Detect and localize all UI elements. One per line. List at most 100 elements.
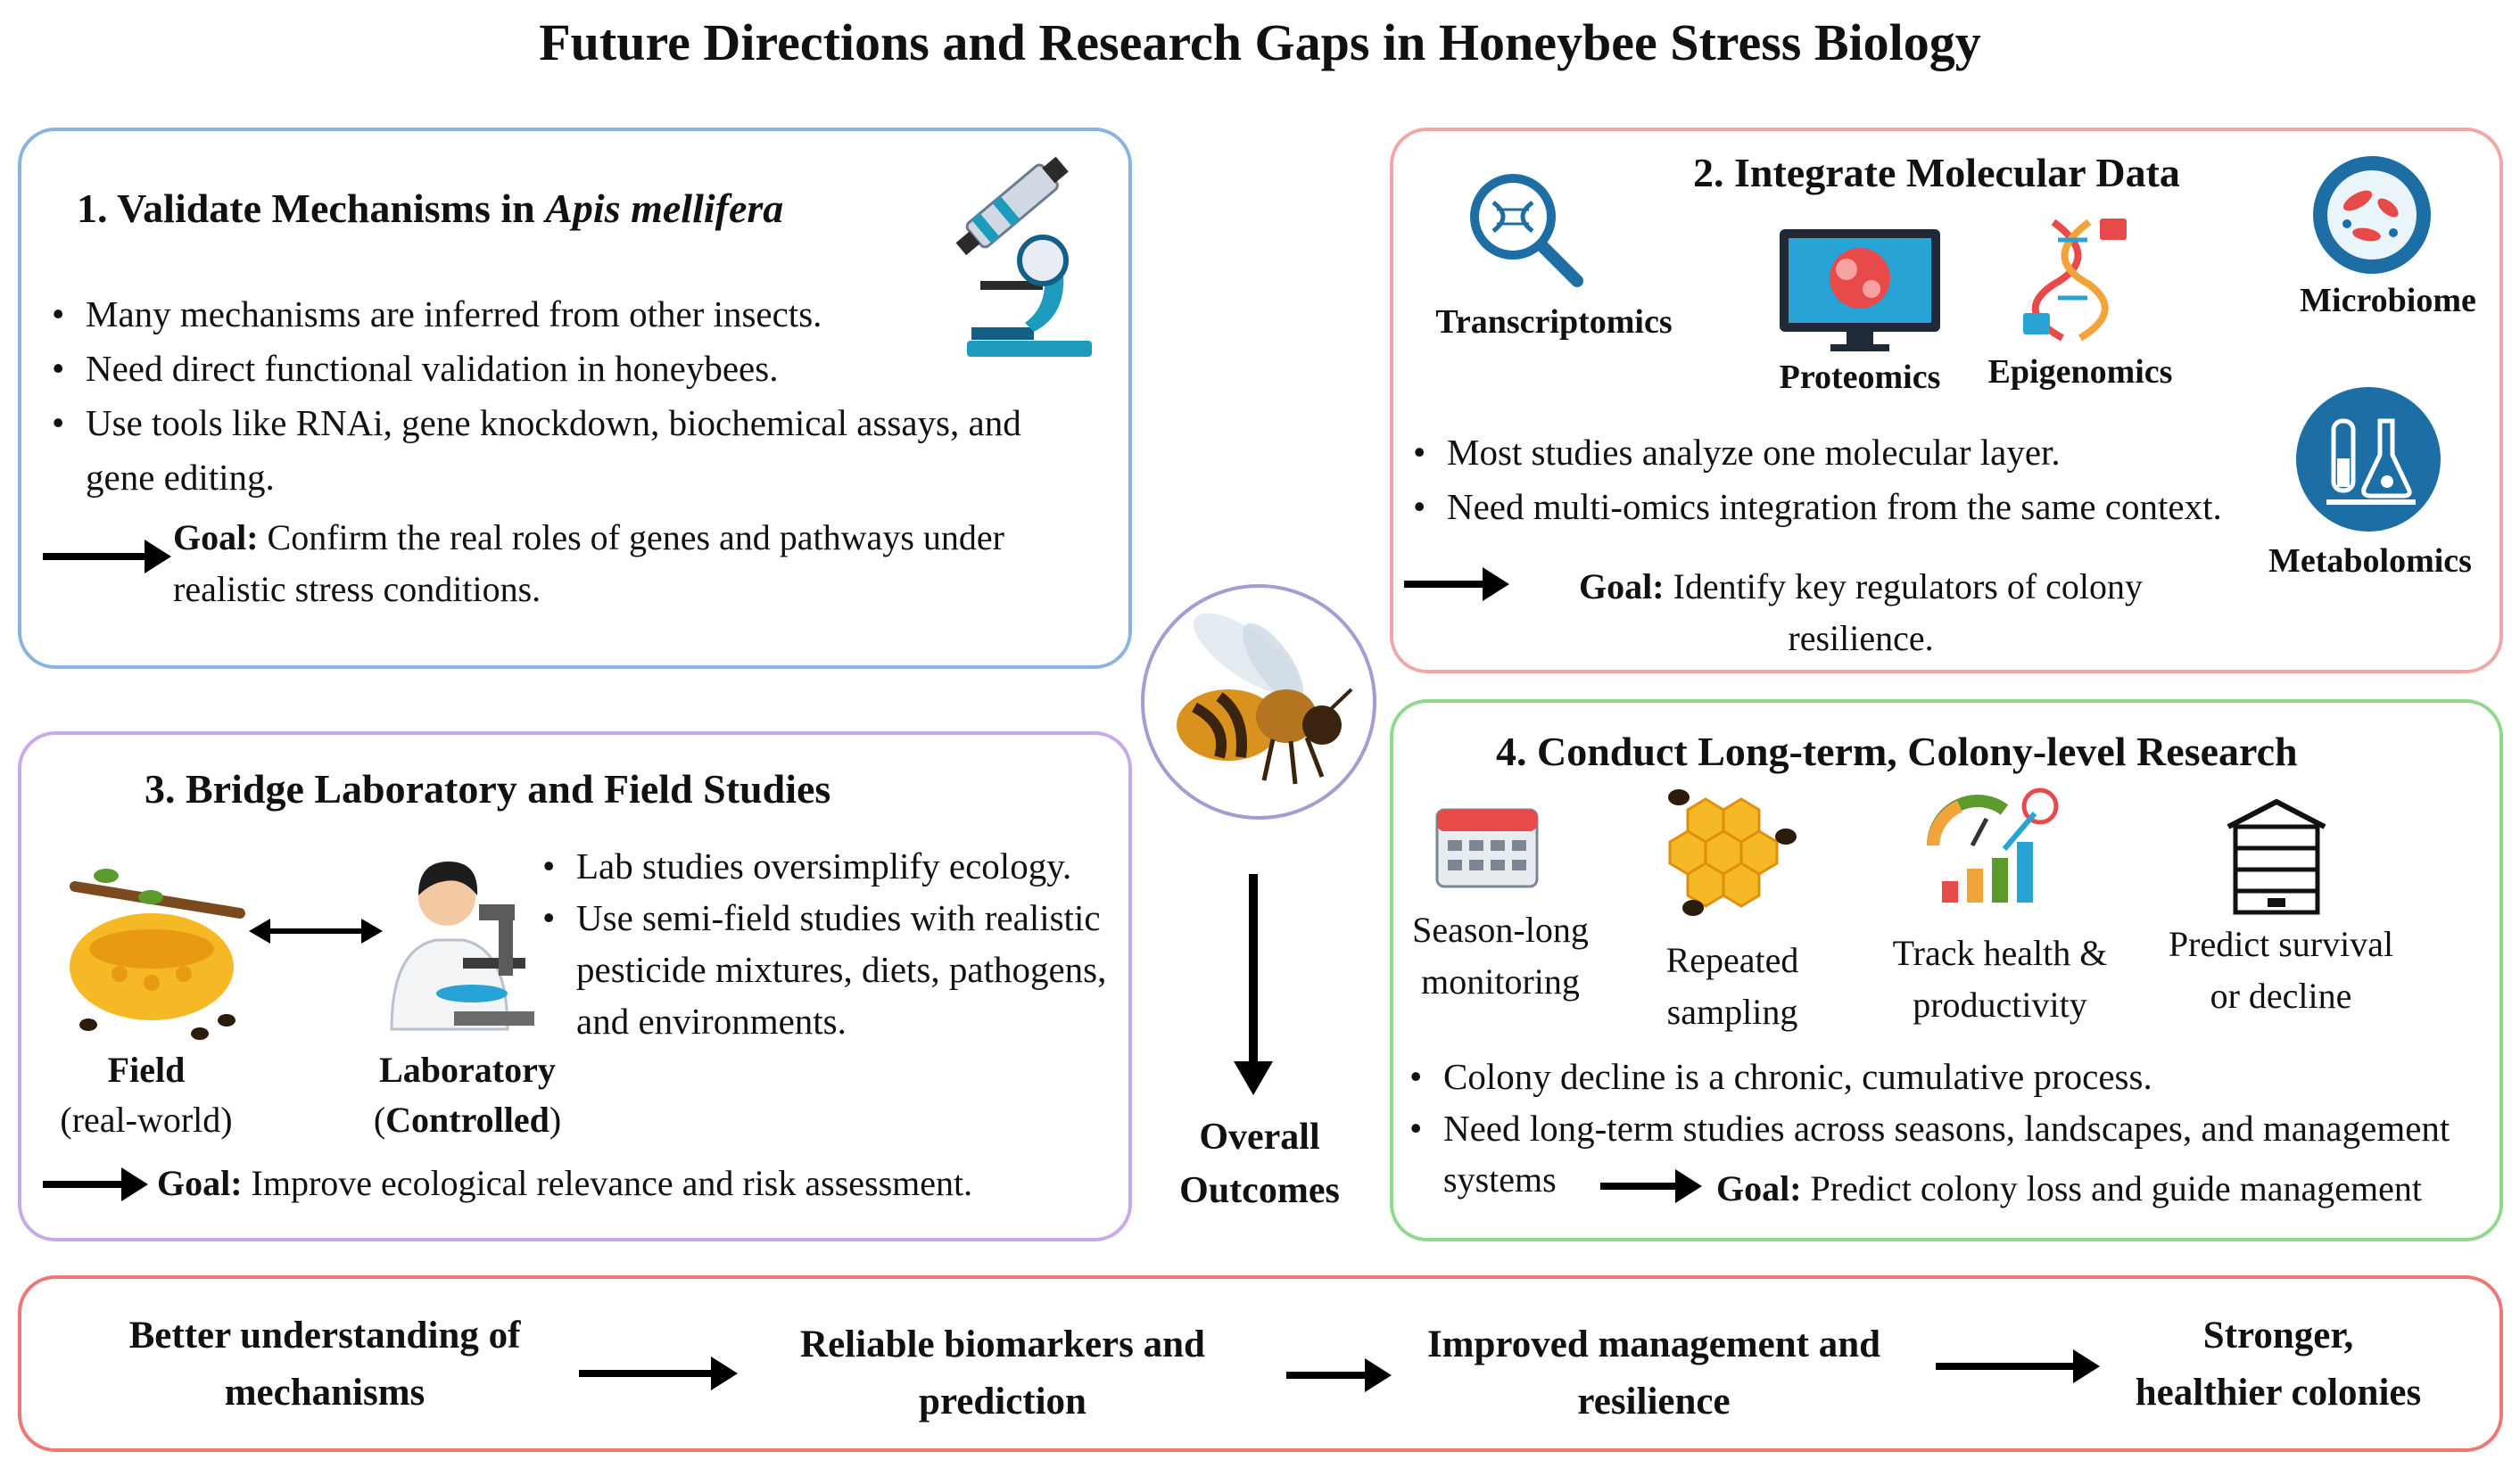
item-label: or decline [2210, 976, 2352, 1016]
magnifier-dna-icon [1470, 174, 1583, 287]
item-label: Repeated [1665, 940, 1799, 980]
item-label: monitoring [1421, 961, 1580, 1002]
item-label: Season-long [1412, 910, 1589, 950]
outcome-text: Outcomes [1179, 1170, 1340, 1211]
panel1-title-text: 1. Validate Mechanisms in [77, 186, 546, 231]
bee-icon [1141, 584, 1376, 820]
goal-label: Goal: [1578, 566, 1665, 606]
bullet-item: Need multi-omics integration from the sa… [1409, 480, 2301, 534]
bullet-item: Colony decline is a chronic, cumulative … [1406, 1051, 2494, 1102]
omics-label-proteomics: Proteomics [1779, 359, 1941, 396]
lab-controlled-text: Controlled [385, 1100, 549, 1140]
item-label: Predict survival [2168, 924, 2394, 964]
bidirectional-arrow [249, 919, 383, 944]
omics-label-transcriptomics: Transcriptomics [1435, 303, 1673, 341]
bullet-item: Most studies analyze one molecular layer… [1409, 425, 2301, 480]
panel2-goal: Goal: Identify key regulators of colony … [1522, 561, 2200, 664]
down-arrow-head [1234, 1061, 1273, 1095]
outcome-colonies: Stronger, healthier colonies [2091, 1307, 2466, 1422]
outcome-arrow [579, 1357, 738, 1390]
paren: ( [373, 1100, 386, 1140]
goal-text: resilience. [1788, 618, 1934, 658]
bullet-item: Need long-term studies across seasons, l… [1406, 1102, 2494, 1154]
goal-text: Confirm the real roles of genes and path… [267, 517, 1004, 557]
down-arrow [1249, 874, 1258, 1066]
outcome-biomarkers: Reliable biomarkers and prediction [762, 1316, 1243, 1431]
laboratory-label: Laboratory [379, 1050, 556, 1090]
goal-text: Predict colony loss and guide management [1810, 1168, 2422, 1208]
item-label: productivity [1913, 985, 2087, 1025]
goal-label: Goal: [1716, 1168, 1802, 1208]
outcome-text: resilience [1577, 1381, 1731, 1423]
panel-validate-mechanisms: 1. Validate Mechanisms in Apis mellifera… [18, 128, 1132, 669]
item-track-health: Track health & productivity [1880, 928, 2120, 1031]
goal-label: Goal: [157, 1163, 243, 1203]
bullet-item: Use tools like RNAi, gene knockdown, bio… [48, 396, 1056, 505]
panel3-title: 3. Bridge Laboratory and Field Studies [145, 766, 831, 812]
item-label: Track health & [1892, 933, 2108, 973]
item-repeated-sampling: Repeated sampling [1625, 935, 1839, 1038]
panel-bridge-lab-field: 3. Bridge Laboratory and Field Studies F… [18, 731, 1132, 1241]
item-predict-survival: Predict survival or decline [2161, 919, 2401, 1022]
omics-label-microbiome: Microbiome [2300, 282, 2476, 319]
outcome-arrow [1286, 1358, 1392, 1392]
outcome-text: Stronger, [2202, 1315, 2354, 1357]
outcomes-strip: Better understanding of mechanisms Relia… [18, 1275, 2503, 1452]
omics-label-metabolomics: Metabolomics [2268, 542, 2472, 580]
monitor-protein-icon [1780, 229, 1940, 351]
panel1-goal: Goal: Confirm the real roles of genes an… [173, 512, 1101, 615]
calendar-icon [1435, 808, 1539, 888]
panel1-bullets: Many mechanisms are inferred from other … [48, 287, 1056, 505]
overall-outcomes-label: Overall Outcomes [1135, 1110, 1384, 1217]
bullet-item: Lab studies oversimplify ecology. [539, 840, 1110, 892]
laboratory-sublabel: (Controlled) [360, 1099, 574, 1141]
bullet-item: Use semi-field studies with realistic pe… [539, 892, 1110, 1047]
outcome-text: Reliable biomarkers and [800, 1324, 1205, 1365]
panel4-title: 4. Conduct Long-term, Colony-level Resea… [1496, 729, 2298, 774]
growth-chart-icon [1927, 788, 2059, 903]
outcome-mechanisms: Better understanding of mechanisms [102, 1307, 548, 1422]
panel4-bullets: Colony decline is a chronic, cumulative … [1406, 1051, 2494, 1154]
goal-arrow [43, 1167, 148, 1201]
outcome-text: Overall [1199, 1117, 1320, 1158]
goal-arrow [1404, 567, 1509, 601]
goal-label: Goal: [173, 517, 259, 557]
item-label: sampling [1666, 992, 1798, 1032]
goal-text: Identify key regulators of colony [1673, 566, 2144, 606]
figure-title: Future Directions and Research Gaps in H… [539, 13, 1981, 71]
metabolomics-flask-icon [2296, 387, 2441, 532]
panel3-bullets: Lab studies oversimplify ecology. Use se… [539, 840, 1110, 1047]
panel2-title: 2. Integrate Molecular Data [1693, 150, 2180, 195]
field-label: Field [107, 1050, 186, 1090]
microscope-icon [955, 156, 1092, 357]
item-season-long-monitoring: Season-long monitoring [1393, 904, 1607, 1008]
goal-arrow [1600, 1169, 1702, 1203]
dna-helix-icon [2023, 219, 2127, 342]
honeycomb-icon [1668, 789, 1797, 916]
panel3-goal: Goal: Improve ecological relevance and r… [157, 1158, 1103, 1209]
outcome-arrow [1936, 1349, 2100, 1383]
panel1-title: 1. Validate Mechanisms in Apis mellifera [77, 185, 783, 232]
scientist-microscope-icon [390, 862, 534, 1031]
panel4-goal: Goal: Predict colony loss and guide mana… [1716, 1163, 2501, 1215]
goal-text: realistic stress conditions. [173, 569, 541, 609]
goal-arrow [43, 540, 171, 573]
outcome-text: mechanisms [224, 1372, 426, 1414]
outcome-text: Better understanding of [128, 1315, 521, 1357]
panel-integrate-molecular-data: 2. Integrate Molecular Data Transcriptom… [1390, 128, 2503, 673]
omics-label-epigenomics: Epigenomics [1987, 353, 2173, 391]
beehive-icon [2227, 798, 2326, 915]
outcome-text: prediction [919, 1381, 1086, 1423]
goal-text: Improve ecological relevance and risk as… [251, 1163, 973, 1203]
paren: ) [549, 1100, 562, 1140]
panel2-bullets: Most studies analyze one molecular layer… [1409, 425, 2301, 534]
bullet-item: Many mechanisms are inferred from other … [48, 287, 1056, 342]
field-beehive-icon [70, 869, 245, 1040]
panel1-title-species: Apis mellifera [545, 186, 784, 231]
outcome-text: Improved management and [1426, 1324, 1881, 1365]
outcome-text: healthier colonies [2135, 1372, 2422, 1414]
bullet-item: Need direct functional validation in hon… [48, 342, 1056, 396]
outcome-management: Improved management and resilience [1395, 1316, 1913, 1431]
bullet-continuation: systems [1443, 1159, 1557, 1200]
field-sublabel: (real-world) [60, 1100, 233, 1140]
